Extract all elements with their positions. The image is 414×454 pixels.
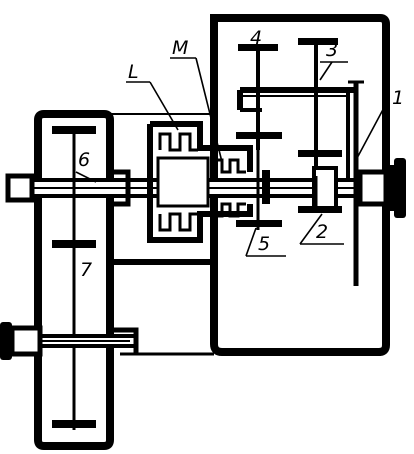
gear-6-mid bbox=[52, 240, 96, 248]
clutch-M-teeth-bottom bbox=[212, 202, 246, 218]
gear-7-bottom bbox=[52, 420, 96, 428]
gear-2-hub bbox=[312, 166, 338, 210]
output-flange bbox=[357, 169, 389, 207]
label-2: 2 bbox=[316, 221, 328, 243]
leader-2 bbox=[299, 213, 323, 245]
lower-left-hub bbox=[9, 325, 43, 357]
label-1: 1 bbox=[392, 87, 404, 109]
clutch-L-teeth-bottom bbox=[158, 212, 198, 232]
leader-3 bbox=[319, 61, 333, 81]
gear-5-upper bbox=[236, 132, 282, 139]
label-M: M bbox=[172, 37, 188, 59]
left-shaft-cap bbox=[5, 173, 35, 203]
gear-2-upper bbox=[298, 150, 342, 157]
leader-M bbox=[195, 57, 223, 163]
clutch-M-teeth-top bbox=[212, 158, 246, 174]
label-L: L bbox=[128, 61, 139, 83]
gear-6-top bbox=[52, 126, 96, 134]
output-knob bbox=[394, 158, 406, 218]
label-4: 4 bbox=[250, 27, 262, 49]
label-5: 5 bbox=[258, 233, 270, 255]
clutch-L-inner bbox=[156, 156, 210, 208]
gear-4-top bbox=[238, 44, 278, 51]
label-7: 7 bbox=[80, 259, 92, 281]
gear-3-top bbox=[298, 38, 338, 45]
clutch-L-teeth-top bbox=[158, 132, 198, 152]
output-hub bbox=[384, 165, 394, 211]
shaft-bearing-left bbox=[110, 169, 131, 207]
leader-L bbox=[149, 81, 179, 131]
bearing-right-housing bbox=[262, 170, 270, 204]
leader-5 bbox=[245, 227, 257, 257]
label-3: 3 bbox=[326, 39, 338, 61]
lower-right-bearing bbox=[110, 327, 139, 354]
leader-1 bbox=[355, 103, 387, 161]
right-housing bbox=[210, 14, 390, 356]
leader-6 bbox=[75, 171, 97, 183]
lower-left-knob bbox=[0, 322, 12, 360]
left-housing bbox=[34, 110, 114, 450]
label-6: 6 bbox=[78, 149, 90, 171]
clutch-L-housing bbox=[147, 124, 208, 243]
